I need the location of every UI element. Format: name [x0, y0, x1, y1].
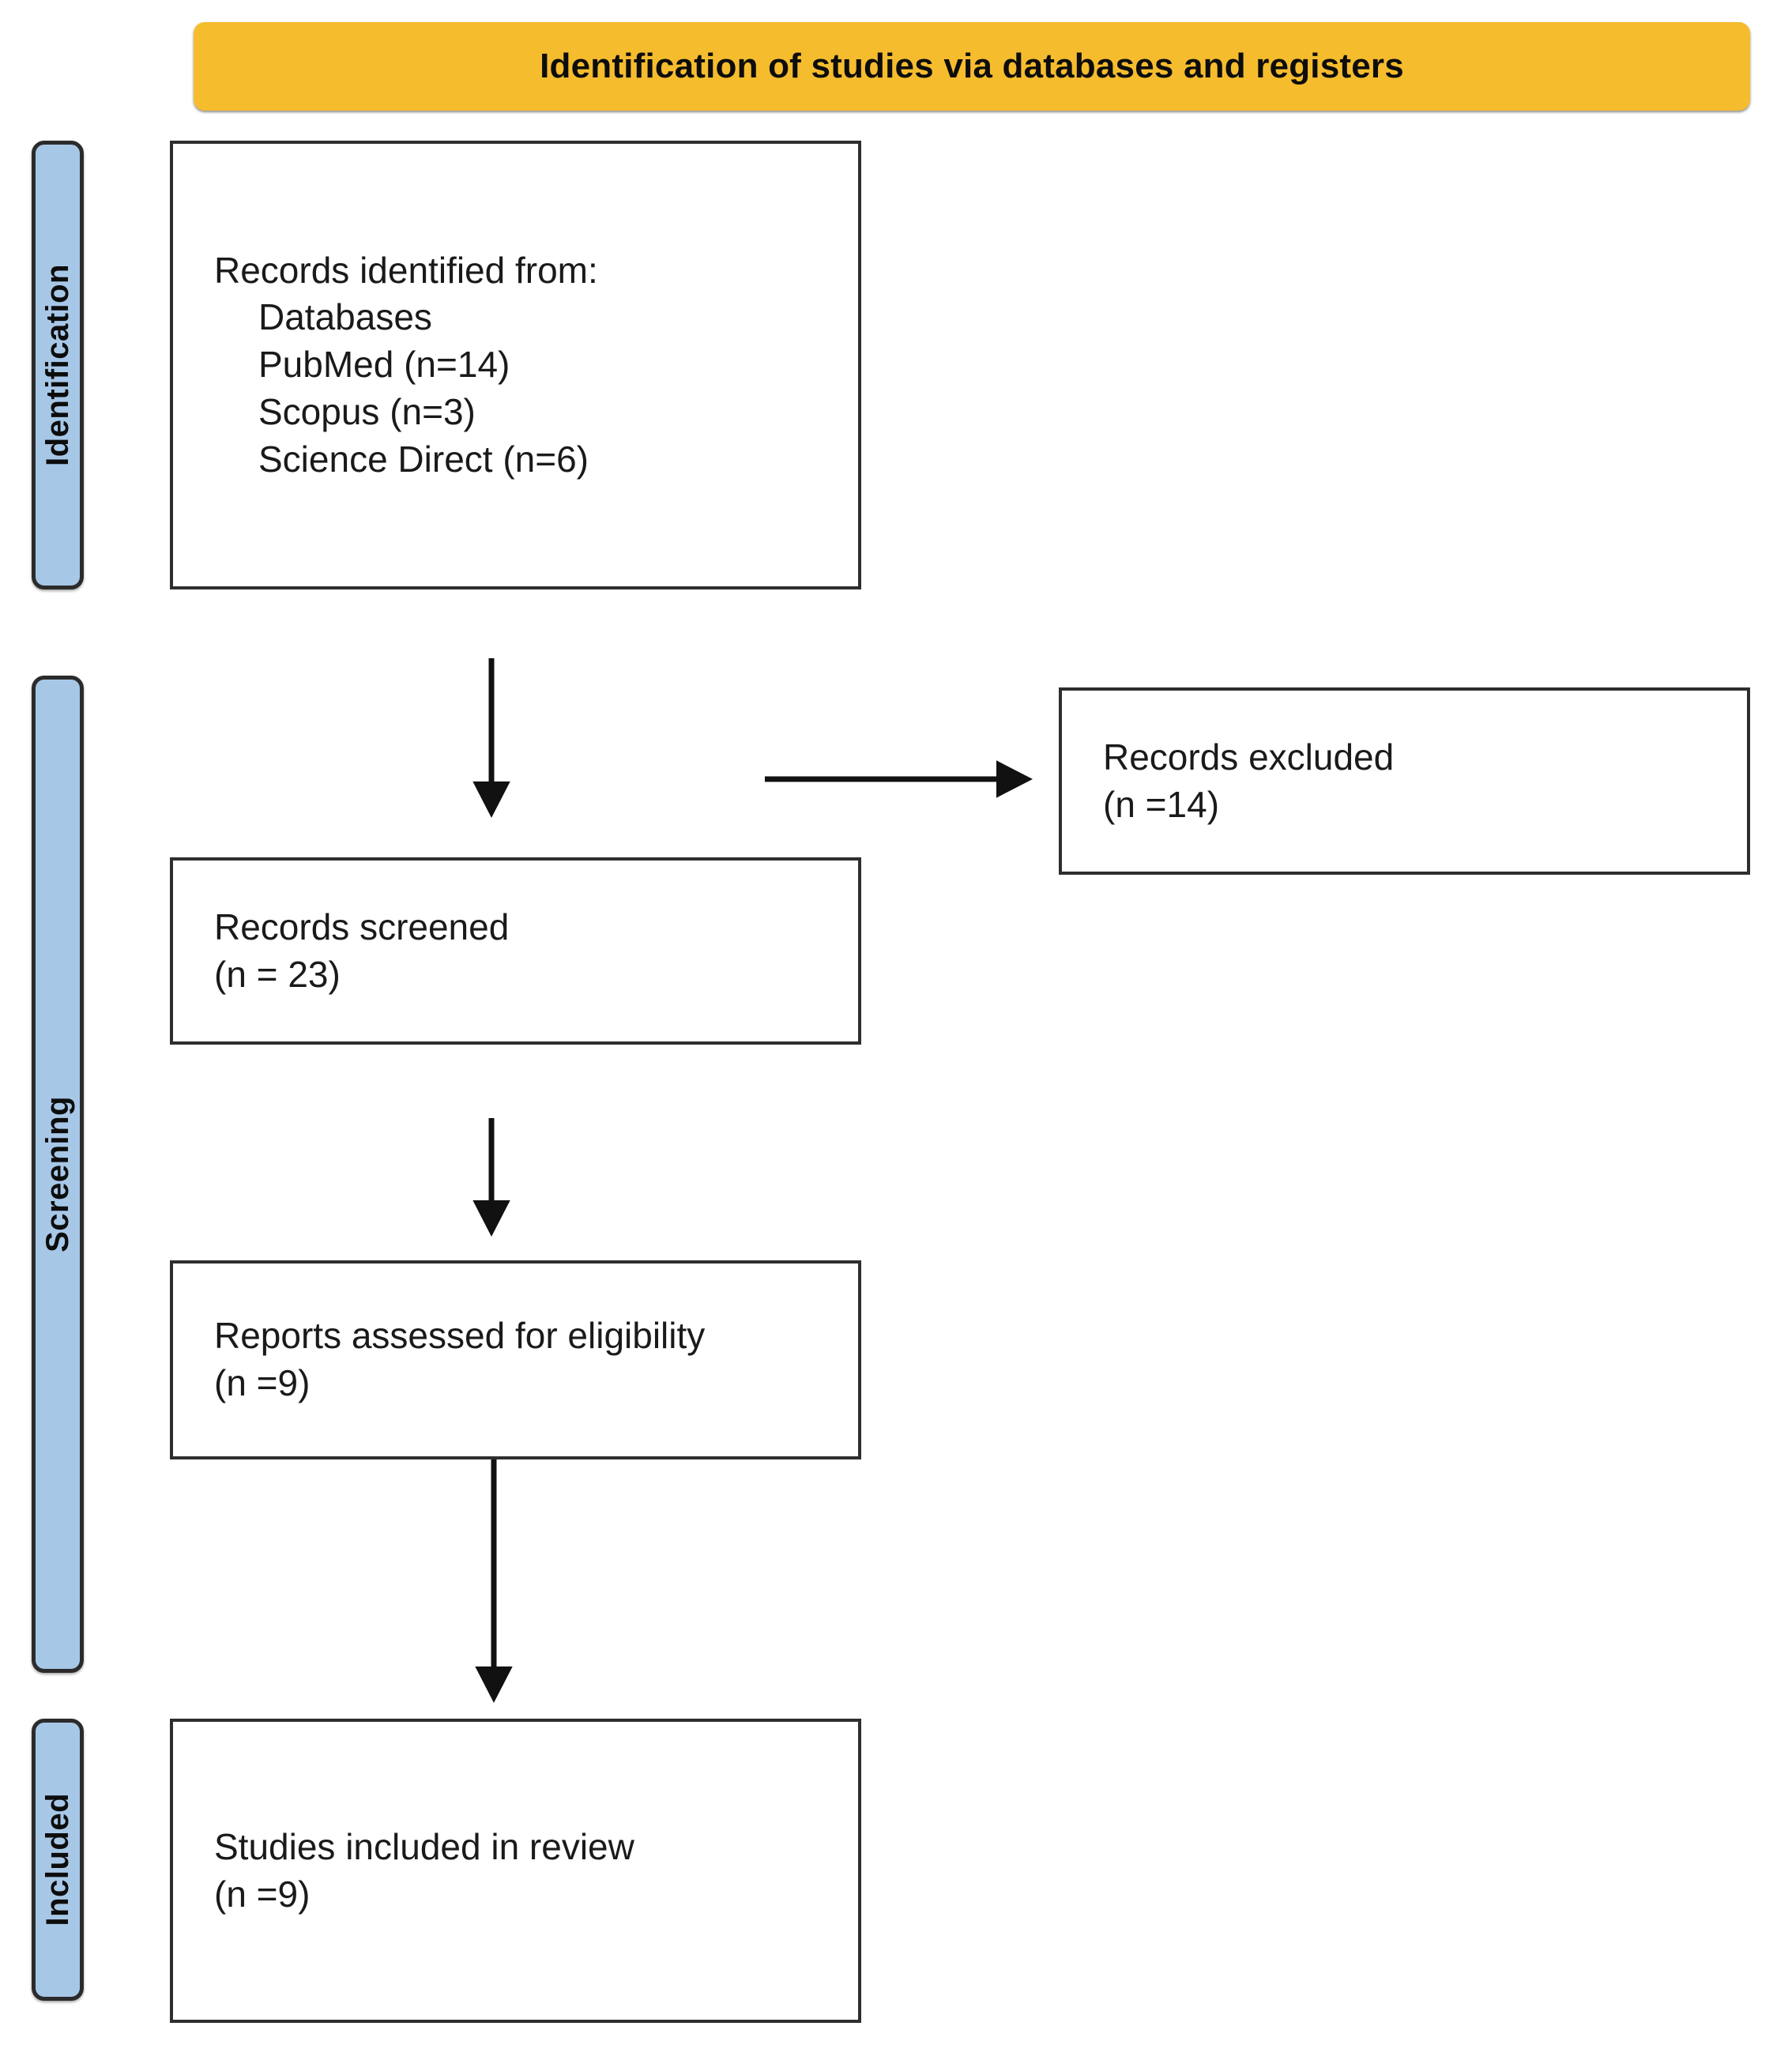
box-line: (n =9)	[214, 1873, 311, 1915]
box-line: (n =9)	[214, 1362, 311, 1403]
stage-rail-screening: Screening	[32, 676, 84, 1673]
box-line: (n =14)	[1103, 783, 1220, 825]
phase-banner-identification: Identification of studies via databases …	[194, 22, 1750, 111]
box-reports-assessed-eligibility: Reports assessed for eligibility (n =9)	[170, 1260, 861, 1459]
box-records-screened: Records screened (n = 23)	[170, 857, 861, 1045]
box-line: PubMed (n=14)	[258, 344, 510, 386]
box-line: Databases	[258, 296, 432, 338]
box-records-excluded: Records excluded (n =14)	[1059, 687, 1750, 875]
stage-rail-identification: Identification	[32, 141, 84, 589]
box-line: Reports assessed for eligibility	[214, 1315, 706, 1357]
box-studies-included: Studies included in review (n =9)	[170, 1719, 861, 2023]
stage-label-screening: Screening	[40, 1096, 75, 1252]
box-line: (n = 23)	[214, 953, 341, 995]
box-line: Science Direct (n=6)	[258, 438, 589, 480]
stage-label-identification: Identification	[40, 264, 75, 466]
box-line: Records excluded	[1103, 736, 1395, 778]
stage-label-included: Included	[40, 1793, 75, 1926]
box-line: Records identified from:	[214, 249, 598, 291]
box-records-identified: Records identified from: Databases PubMe…	[170, 141, 861, 589]
box-line: Studies included in review	[214, 1825, 634, 1867]
box-line: Scopus (n=3)	[258, 390, 476, 432]
box-line: Records screened	[214, 906, 510, 947]
phase-banner-title: Identification of studies via databases …	[540, 47, 1404, 85]
stage-rail-included: Included	[32, 1719, 84, 2001]
